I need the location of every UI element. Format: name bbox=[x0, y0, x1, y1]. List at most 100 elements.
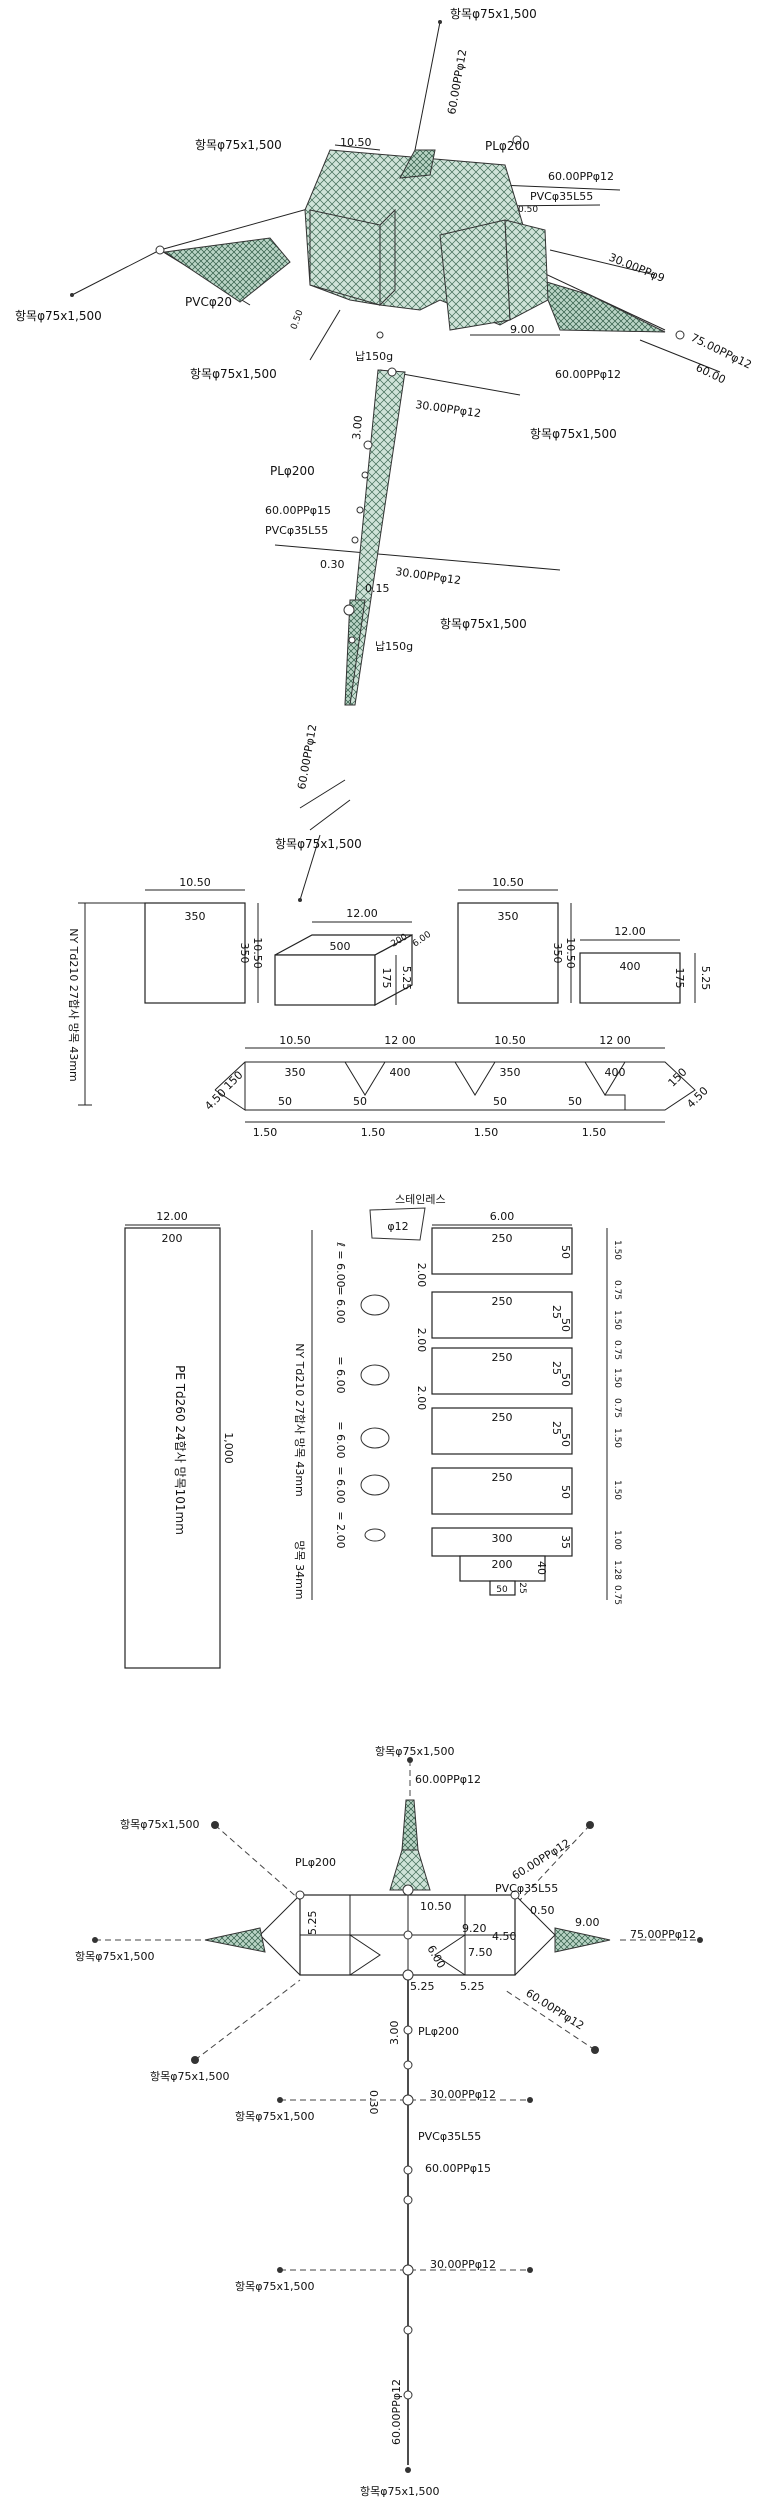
dim-3-00: 3.00 bbox=[350, 415, 365, 441]
section-4-value: 250 bbox=[492, 1411, 513, 1424]
ring-length-6: = 2.00 bbox=[334, 1511, 347, 1548]
part-pvc-mid: PVCφ35L55 bbox=[265, 524, 328, 537]
box2-height: 175 bbox=[380, 968, 393, 989]
right-dim-3: 1.50 bbox=[612, 1310, 622, 1330]
plan-part-pvc-mid: PVCφ35L55 bbox=[418, 2130, 481, 2143]
panel-side-label: NY Td210 27합사 망목 43mm bbox=[67, 928, 80, 1082]
tail-3-value: 50 bbox=[496, 1585, 508, 1595]
right-dim-6: 0.75 bbox=[612, 1398, 622, 1418]
anchor-label-top: 항목φ75x1,500 bbox=[450, 7, 537, 21]
plan-dim-9-20: 9.20 bbox=[462, 1922, 487, 1935]
rope-lower: 30.00PPφ12 bbox=[395, 565, 462, 587]
section-1-value: 250 bbox=[492, 1232, 513, 1245]
plan-rope-mid: 30.00PPφ12 bbox=[430, 2088, 496, 2101]
section-3-value: 250 bbox=[492, 1351, 513, 1364]
bag-width: 12.00 bbox=[156, 1210, 188, 1223]
section-2-right2: 50 bbox=[559, 1318, 572, 1332]
section-3-right: 25 bbox=[550, 1361, 563, 1375]
dim-0-50-b: 0.50 bbox=[518, 205, 538, 215]
strip-width-2: 12 00 bbox=[384, 1034, 416, 1047]
section-5-value: 250 bbox=[492, 1471, 513, 1484]
plan-dim-5-25-c: 5.25 bbox=[460, 1980, 485, 1993]
tail-2-value: 200 bbox=[492, 1558, 513, 1571]
part-pl-mid: PLφ200 bbox=[270, 464, 315, 478]
section-3-right2: 50 bbox=[559, 1373, 572, 1387]
box1-value: 350 bbox=[185, 910, 206, 923]
right-dim-8: 1.50 bbox=[612, 1480, 622, 1500]
plan-rope-bottom: 60.00PPφ12 bbox=[390, 2379, 403, 2445]
plan-rope-top: 60.00PPφ12 bbox=[415, 1773, 481, 1786]
cod-section-4 bbox=[431, 1407, 573, 1455]
plan-part-pl-top: PLφ200 bbox=[295, 1856, 336, 1869]
cod-tail-2 bbox=[459, 1555, 546, 1582]
strip-width-3: 10.50 bbox=[494, 1034, 526, 1047]
bag-label: PE Td260 24합사 망목101mm bbox=[173, 1365, 187, 1535]
rope-pp15: 60.00PPφ15 bbox=[265, 504, 331, 517]
right-dim-7: 1.50 bbox=[612, 1428, 622, 1448]
box1-side-value: 350 bbox=[238, 943, 251, 964]
tail-2-right: 40 bbox=[535, 1561, 548, 1575]
panel-layout: NY Td210 27합사 망목 43mm 10.50 350 350 10.5… bbox=[67, 876, 712, 1123]
plan-rope-right: 75.00PPφ12 bbox=[630, 1928, 696, 1941]
tail-1-value: 300 bbox=[492, 1532, 513, 1545]
right-dim-9: 1.00 bbox=[612, 1530, 622, 1550]
strip-left-end-a: 150 bbox=[222, 1069, 246, 1093]
anchor-label-lower-left: 항목φ75x1,500 bbox=[190, 367, 277, 381]
plan-view: 항목φ75x1,500 항목φ75x1,500 항목φ75x1,500 항목φ7… bbox=[75, 1745, 703, 2498]
rope-right-diag: 30.00PPφ9 bbox=[607, 251, 667, 285]
cod-tail-1 bbox=[431, 1527, 573, 1557]
section-3-gap: 2.00 bbox=[415, 1386, 428, 1411]
rope-right-inner: 60.00PPφ12 bbox=[555, 368, 621, 381]
box3 bbox=[457, 902, 559, 1004]
box1-width: 10.50 bbox=[179, 876, 211, 889]
stainless-diameter: φ12 bbox=[387, 1220, 408, 1233]
plan-anchor-low: 항목φ75x1,500 bbox=[235, 2280, 315, 2293]
plan-dim-5-25-b: 5.25 bbox=[410, 1980, 435, 1993]
part-pvc-left: PVCφ20 bbox=[185, 295, 232, 309]
plan-rope-lower-right: 60.00PPφ12 bbox=[523, 1987, 586, 2033]
plan-anchor-lower-left: 항목φ75x1,500 bbox=[150, 2070, 230, 2083]
box4-width: 12.00 bbox=[614, 925, 646, 938]
cod-section-1 bbox=[431, 1227, 573, 1275]
plan-dim-4-50: 4.50 bbox=[492, 1930, 517, 1943]
strip-low-4: 1.50 bbox=[582, 1126, 607, 1139]
right-dim-10: 1.28 bbox=[612, 1560, 622, 1580]
ring-length-2: = 6.00 bbox=[334, 1286, 347, 1323]
box4 bbox=[579, 952, 681, 1004]
box4-height2: 5.25 bbox=[699, 966, 712, 991]
right-dim-5: 1.50 bbox=[612, 1368, 622, 1388]
plan-anchor-upper-left: 항목φ75x1,500 bbox=[120, 1818, 200, 1831]
anchor-label-right-mid: 항목φ75x1,500 bbox=[530, 427, 617, 441]
part-sinker-bottom: 납150g bbox=[375, 640, 413, 653]
box2 bbox=[274, 954, 376, 1006]
tail-1-right: 35 bbox=[559, 1535, 572, 1549]
cod-tail-3 bbox=[489, 1580, 516, 1596]
dim-0-15: 0.15 bbox=[365, 582, 390, 595]
plan-rope-low: 30.00PPφ12 bbox=[430, 2258, 496, 2271]
plan-dim-10-50: 10.50 bbox=[420, 1900, 452, 1913]
rope-mid: 30.00PPφ12 bbox=[415, 398, 482, 420]
box3-height: 10.50 bbox=[564, 937, 577, 969]
plan-rope-pp15: 60.00PPφ15 bbox=[425, 2162, 491, 2175]
strip-width-1: 10.50 bbox=[279, 1034, 311, 1047]
codend-section: 12.00 200 PE Td260 24합사 망목101mm 1,000 NY… bbox=[124, 1193, 622, 1669]
strip-top-1: 350 bbox=[285, 1066, 306, 1079]
plan-anchor-mid: 항목φ75x1,500 bbox=[235, 2110, 315, 2123]
ring-length-4: = 6.00 bbox=[334, 1421, 347, 1458]
box2-width: 12.00 bbox=[346, 907, 378, 920]
ring-length-5: = 6.00 bbox=[334, 1466, 347, 1503]
box3-side-value: 350 bbox=[551, 943, 564, 964]
strip-width-4: 12 00 bbox=[599, 1034, 631, 1047]
plan-dim-7-50: 7.50 bbox=[468, 1946, 493, 1959]
strip-bottom-1: 50 bbox=[278, 1095, 292, 1108]
rope-right-upper: 60.00PPφ12 bbox=[548, 170, 614, 183]
section-2-right: 25 bbox=[550, 1305, 563, 1319]
cod-section-3 bbox=[431, 1347, 573, 1395]
bag-length: 1,000 bbox=[222, 1432, 235, 1464]
part-pl-top: PLφ200 bbox=[485, 139, 530, 153]
dim-9-00: 9.00 bbox=[510, 323, 535, 336]
codend-bag bbox=[124, 1227, 221, 1669]
strip-bottom-2: 50 bbox=[353, 1095, 367, 1108]
